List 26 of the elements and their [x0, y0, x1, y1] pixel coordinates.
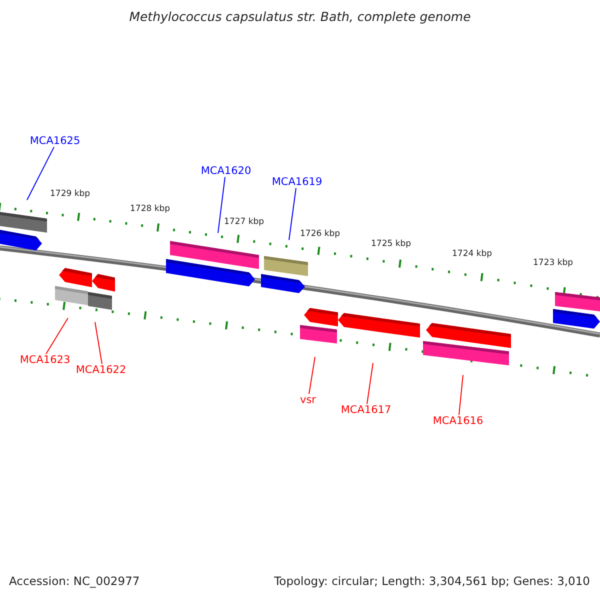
- gene-label: MCA1625: [30, 135, 80, 148]
- leader-line: [94, 322, 102, 364]
- accession-label: Accession: NC_002977: [9, 575, 140, 588]
- gene-label: MCA1616: [432, 415, 484, 428]
- leader-line: [366, 362, 374, 404]
- scale-label: 1727 kbp: [224, 218, 264, 228]
- gene-label: vsr: [300, 394, 316, 406]
- gene-label: MCA1617: [340, 404, 392, 416]
- scale-label: 1726 kbp: [300, 230, 340, 240]
- leader-line: [458, 374, 464, 416]
- title: Methylococcus capsulatus str. Bath, complete genome: [128, 10, 472, 24]
- scale-label: 1729 kbp: [50, 190, 90, 200]
- gene-label: MCA1619: [272, 176, 322, 188]
- gene-label: MCA1620: [200, 165, 252, 178]
- genome-info-label: Topology: circular; Length: 3,304,561 bp; Genes: 3,010: [274, 575, 590, 588]
- gene-label: MCA1623: [20, 354, 70, 366]
- gene-label: MCA1622: [76, 364, 126, 376]
- leader-line: [26, 146, 54, 200]
- scale-label: 1723 kbp: [533, 259, 574, 269]
- leader-line: [218, 176, 226, 234]
- leader-line: [308, 356, 316, 394]
- scale-label: 1725 kbp: [371, 240, 412, 250]
- leader-line: [288, 188, 296, 240]
- scale-label: 1724 kbp: [452, 250, 492, 260]
- leader-line: [46, 318, 68, 354]
- scale-label: 1728 kbp: [130, 205, 170, 215]
